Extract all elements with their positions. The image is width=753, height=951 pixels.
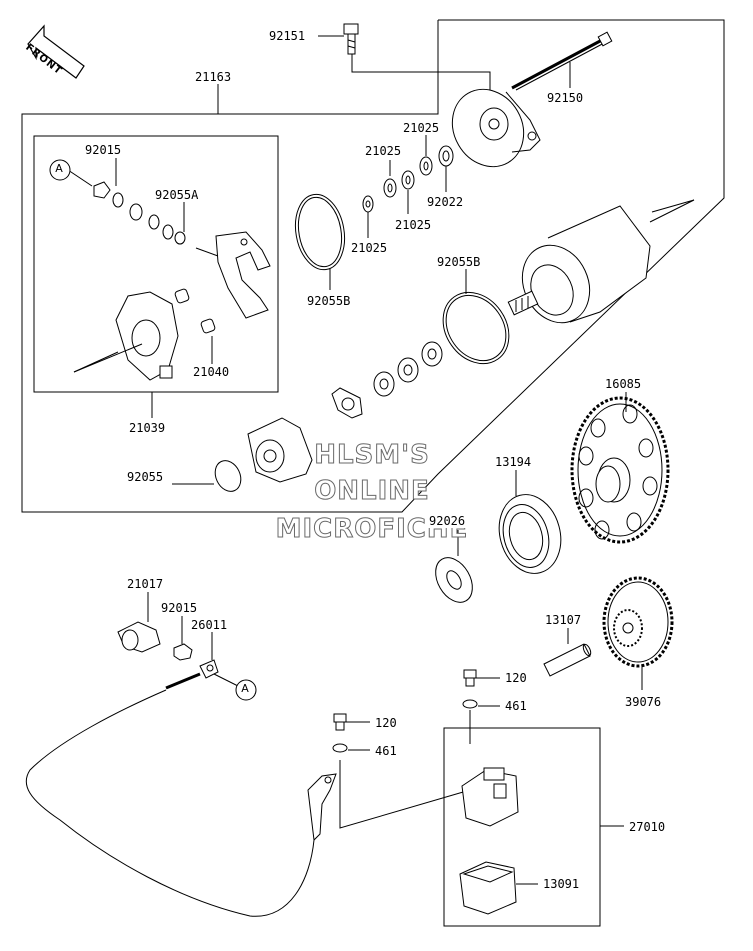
part-label-13091[interactable]: 13091	[542, 877, 581, 891]
part-label-92150[interactable]: 92150	[546, 91, 585, 105]
starter-cable	[25, 689, 315, 917]
bolt-120-upper	[463, 669, 477, 687]
brush-holder-box-21039	[33, 135, 279, 393]
washer-21025-d	[419, 156, 433, 176]
starter-relay	[461, 767, 519, 827]
gear-39076	[602, 576, 674, 668]
washer-21025-b	[383, 178, 397, 198]
washer-92026	[435, 557, 473, 603]
part-label-461-upper[interactable]: 461	[504, 699, 528, 713]
reference-A-top-nut	[93, 181, 186, 245]
washer-461-upper	[462, 699, 478, 709]
part-label-21025-c[interactable]: 21025	[394, 218, 433, 232]
brush-plate-21039	[115, 291, 179, 381]
reference-marker-a-bottom: A	[241, 682, 249, 695]
part-label-92055[interactable]: 92055	[126, 470, 165, 484]
gear-16085	[570, 396, 670, 544]
part-label-92055B-left[interactable]: 92055B	[306, 294, 352, 308]
brushes-21040	[174, 288, 216, 334]
part-label-21040[interactable]: 21040	[192, 365, 231, 379]
lower-washers	[373, 341, 443, 397]
reference-marker-a-top: A	[55, 162, 63, 175]
through-bolt-92150	[511, 31, 613, 91]
part-label-120-upper[interactable]: 120	[504, 671, 528, 685]
cap-21017	[117, 621, 161, 653]
o-ring-92055B-right	[442, 291, 510, 365]
relay-cover-13091	[459, 861, 517, 915]
starter-motor-body	[507, 205, 651, 324]
part-label-26011[interactable]: 26011	[190, 618, 229, 632]
part-label-92151[interactable]: 92151	[268, 29, 307, 43]
bolt-120-lower	[333, 713, 347, 731]
part-label-39076[interactable]: 39076	[624, 695, 663, 709]
terminal-26011	[165, 659, 219, 690]
nut-92015	[173, 643, 193, 661]
front-cover	[247, 417, 313, 483]
washer-21025-c	[401, 170, 415, 190]
washer-461-lower	[332, 743, 348, 753]
part-label-92055A[interactable]: 92055A	[154, 188, 200, 202]
part-label-21025-d[interactable]: 21025	[350, 241, 389, 255]
part-label-21025-a[interactable]: 21025	[402, 121, 441, 135]
part-label-13107[interactable]: 13107	[544, 613, 583, 627]
assembly-box-21163	[21, 19, 725, 513]
part-label-13194[interactable]: 13194	[494, 455, 533, 469]
o-ring-92055	[214, 460, 242, 492]
part-label-21025-b[interactable]: 21025	[364, 144, 403, 158]
part-label-92026[interactable]: 92026	[428, 514, 467, 528]
part-label-21017[interactable]: 21017	[126, 577, 165, 591]
part-label-21039[interactable]: 21039	[128, 421, 167, 435]
part-label-92015-top[interactable]: 92015	[84, 143, 123, 157]
part-label-16085[interactable]: 16085	[604, 377, 643, 391]
brush-holder-bracket	[195, 231, 271, 319]
one-way-clutch-13194	[498, 494, 562, 574]
relay-box-27010	[443, 727, 601, 927]
part-label-461-lower[interactable]: 461	[374, 744, 398, 758]
rear-end-cover	[451, 88, 541, 168]
part-label-27010[interactable]: 27010	[628, 820, 667, 834]
shaft-13107	[543, 643, 592, 677]
part-label-92055B-right[interactable]: 92055B	[436, 255, 482, 269]
part-label-120-lower[interactable]: 120	[374, 716, 398, 730]
o-ring-92055B-left	[294, 193, 346, 271]
front-arrow-icon	[27, 24, 85, 79]
washer-92022	[438, 145, 454, 167]
bolt-92151	[343, 23, 359, 55]
watermark-line-1: HLSM'S	[314, 440, 430, 471]
part-label-21163[interactable]: 21163	[194, 70, 233, 84]
watermark-line-2: ONLINE	[314, 476, 430, 507]
washer-21025-a	[362, 195, 374, 213]
retainer-plate	[331, 387, 363, 419]
part-label-92015-bottom[interactable]: 92015	[160, 601, 199, 615]
part-label-92022[interactable]: 92022	[426, 195, 465, 209]
